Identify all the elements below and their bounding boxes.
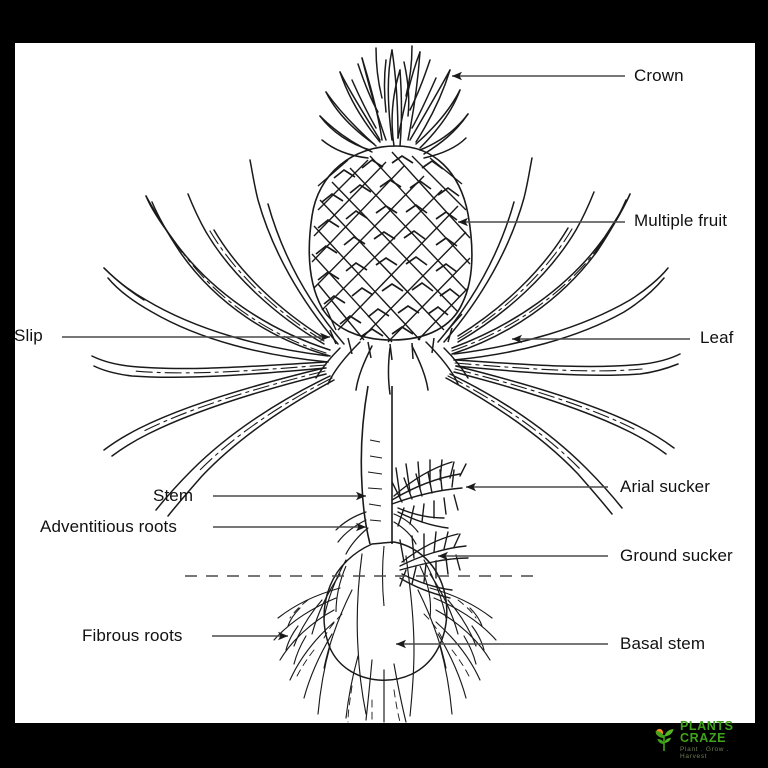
label-stem: Stem	[153, 486, 194, 505]
label-basal-stem: Basal stem	[620, 634, 706, 653]
diagram-canvas	[15, 43, 755, 723]
label-crown: Crown	[634, 66, 684, 85]
label-fibrous-roots: Fibrous roots	[82, 626, 183, 645]
watermark-brand: PLANTS CRAZE	[680, 718, 734, 746]
label-multiple-fruit: Multiple fruit	[634, 211, 728, 230]
label-slip: Slip	[14, 326, 43, 345]
plant-sprout-icon	[652, 727, 676, 753]
watermark-logo: PLANTS CRAZE Plant . Grow . Harvest	[652, 720, 756, 760]
label-arial-sucker: Arial sucker	[620, 477, 711, 496]
watermark-tagline: Plant . Grow . Harvest	[680, 746, 730, 760]
watermark-text: PLANTS CRAZE Plant . Grow . Harvest	[680, 720, 756, 761]
label-leaf: Leaf	[700, 328, 734, 347]
label-ground-sucker: Ground sucker	[620, 546, 733, 565]
label-adventitious-roots: Adventitious roots	[40, 517, 177, 536]
